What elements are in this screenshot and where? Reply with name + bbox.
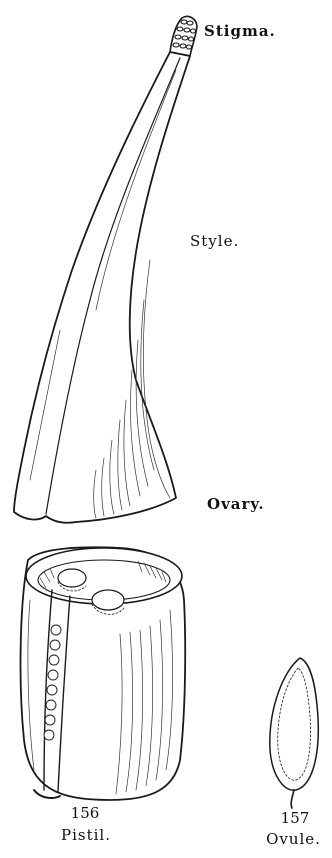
ovary-section-drawing: [21, 547, 186, 800]
figure-number: 156: [60, 806, 110, 821]
figure-number: 157: [270, 811, 320, 826]
ovule-drawing: [270, 658, 318, 808]
stigma-label: Stigma.: [204, 24, 276, 39]
style-label: Style.: [190, 234, 239, 249]
figure-caption: Pistil.: [44, 828, 128, 843]
pistil-drawing: [14, 52, 190, 523]
ovary-label: Ovary.: [207, 497, 265, 512]
stigma-drawing: [170, 16, 197, 56]
figure-caption: Ovule.: [255, 832, 332, 847]
